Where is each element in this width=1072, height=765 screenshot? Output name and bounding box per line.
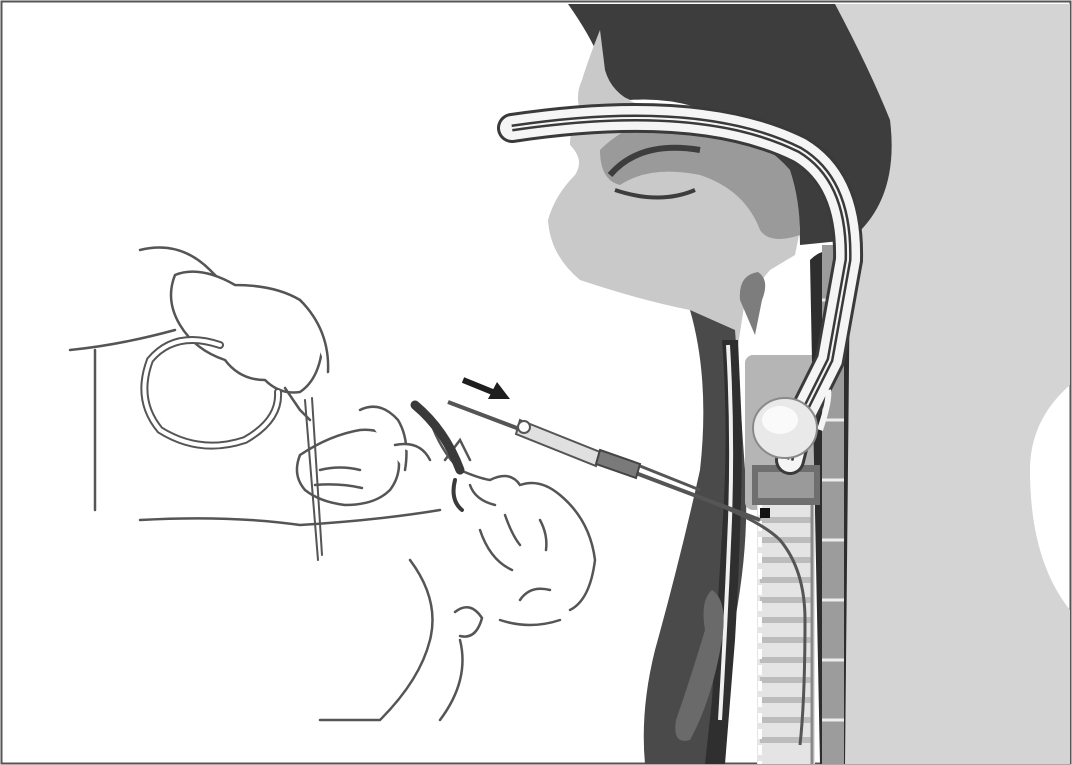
tube-cuff-balloon bbox=[753, 398, 817, 458]
